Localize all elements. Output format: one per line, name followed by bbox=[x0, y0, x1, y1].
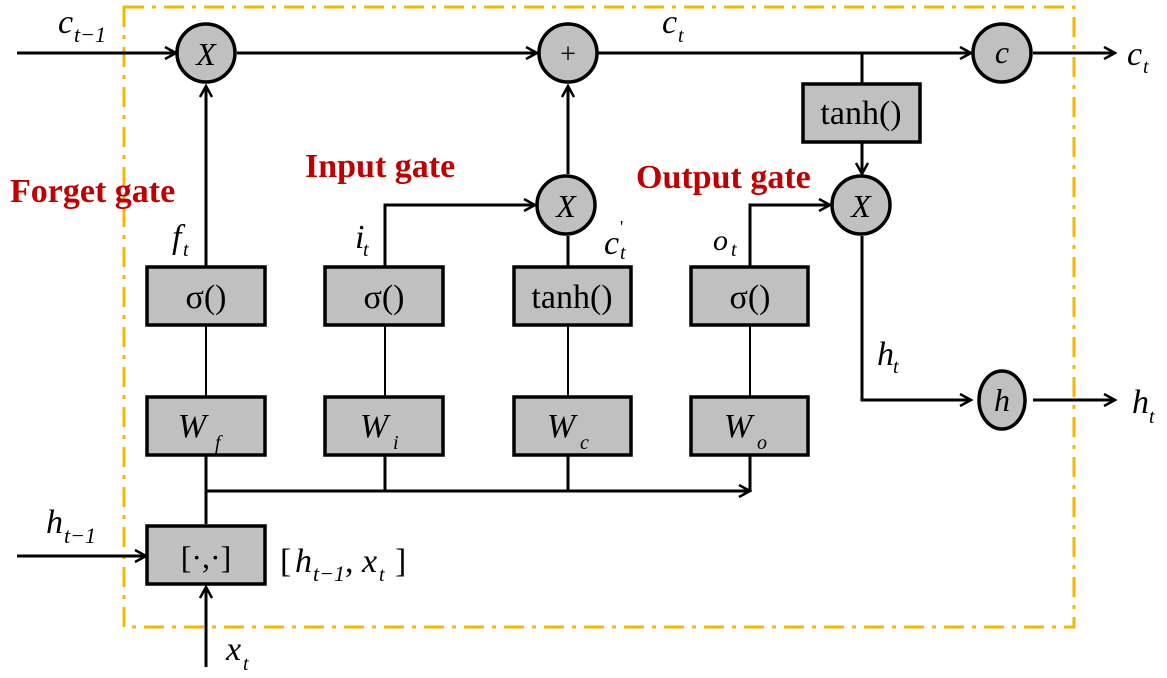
ft-sub: t bbox=[183, 239, 189, 261]
weight-o-base: W bbox=[724, 408, 755, 445]
concat-vector-label: [ h t−1 , x t ] bbox=[280, 543, 406, 586]
h-prev-label: h t−1 bbox=[46, 504, 96, 548]
output-multiply-symbol: X bbox=[849, 188, 872, 224]
c-candidate-prime: ' bbox=[620, 217, 623, 237]
tanh-output-label: tanh() bbox=[820, 95, 901, 132]
sigma-input-label: σ() bbox=[364, 279, 405, 316]
concat-open: [ bbox=[280, 543, 291, 580]
ct-top-label: c t bbox=[662, 4, 684, 47]
c-out-sub: t bbox=[1143, 56, 1149, 78]
ot-base: o bbox=[713, 224, 728, 257]
weight-o-block: W o bbox=[689, 395, 810, 457]
weight-c-block: W c bbox=[512, 395, 633, 457]
weight-o-sub: o bbox=[757, 432, 767, 454]
input-gate-label: Input gate bbox=[305, 148, 455, 185]
weight-i-block: W i bbox=[323, 395, 445, 457]
c-candidate-base: c bbox=[604, 225, 619, 262]
ft-label: f t bbox=[172, 219, 189, 261]
concat-close: ] bbox=[395, 543, 406, 580]
add-node: + bbox=[537, 22, 599, 84]
c-candidate-sub: t bbox=[620, 242, 626, 264]
wire-ot bbox=[748, 205, 830, 266]
h-prev-base: h bbox=[46, 504, 63, 541]
forget-gate-label: Forget gate bbox=[10, 173, 175, 210]
forget-multiply-node: X bbox=[175, 22, 237, 84]
wire-ht bbox=[860, 236, 971, 400]
sigma-forget-label: σ() bbox=[186, 279, 227, 316]
concat-h-sub: t−1 bbox=[313, 561, 345, 586]
c-prev-base: c bbox=[58, 4, 73, 41]
weight-c-sub: c bbox=[580, 432, 589, 454]
ot-sub: t bbox=[731, 239, 737, 261]
ot-label: o t bbox=[713, 224, 737, 261]
ht-inner-label: h t bbox=[877, 336, 899, 378]
weight-c-base: W bbox=[547, 408, 578, 445]
weight-i-sub: i bbox=[393, 432, 399, 454]
cell-boundary bbox=[122, 5, 1076, 629]
tanh-candidate-label: tanh() bbox=[531, 279, 612, 316]
forget-multiply-symbol: X bbox=[194, 36, 217, 72]
concat-block-label: [·,·] bbox=[181, 539, 232, 575]
h-out-label: h t bbox=[1132, 384, 1155, 428]
c-candidate-label: c t ' bbox=[604, 217, 626, 264]
h-prev-sub: t−1 bbox=[64, 523, 96, 548]
ht-inner-base: h bbox=[877, 336, 894, 373]
c-prev-sub: t−1 bbox=[74, 22, 106, 47]
weight-f-sub: f bbox=[215, 432, 223, 454]
concat-x: x bbox=[361, 543, 377, 580]
it-sub: t bbox=[363, 239, 369, 261]
x-sub: t bbox=[243, 653, 249, 675]
concat-block: [·,·] bbox=[145, 524, 267, 586]
output-gate-label: Output gate bbox=[636, 159, 811, 196]
weight-f-base: W bbox=[178, 408, 209, 445]
h-output-symbol: h bbox=[994, 382, 1010, 418]
output-multiply-node: X bbox=[830, 174, 892, 236]
sigma-output-label: σ() bbox=[730, 279, 771, 316]
ct-top-base: c bbox=[662, 4, 677, 41]
tanh-output-block: tanh() bbox=[801, 82, 922, 144]
c-output-node: c bbox=[971, 22, 1033, 84]
sigma-input-block: σ() bbox=[323, 265, 445, 327]
input-multiply-symbol: X bbox=[554, 188, 577, 224]
x-base: x bbox=[225, 631, 241, 668]
weight-f-block: W f bbox=[145, 395, 267, 457]
h-output-node: h bbox=[977, 369, 1027, 431]
ht-inner-sub: t bbox=[893, 356, 899, 378]
ct-top-sub: t bbox=[678, 25, 684, 47]
it-label: i t bbox=[355, 219, 369, 261]
sigma-output-block: σ() bbox=[689, 265, 810, 327]
tanh-candidate-block: tanh() bbox=[512, 265, 633, 327]
wire-it bbox=[383, 205, 535, 266]
c-out-label: c t bbox=[1127, 36, 1149, 78]
it-base: i bbox=[355, 219, 364, 256]
concat-sep: , bbox=[345, 543, 354, 580]
sigma-forget-block: σ() bbox=[145, 265, 267, 327]
input-multiply-node: X bbox=[535, 174, 597, 236]
c-output-symbol: c bbox=[995, 34, 1009, 70]
h-out-sub: t bbox=[1149, 406, 1155, 428]
concat-x-sub: t bbox=[379, 564, 385, 586]
concat-h: h bbox=[295, 543, 312, 580]
weight-i-base: W bbox=[360, 408, 391, 445]
x-label: x t bbox=[225, 631, 249, 675]
h-out-base: h bbox=[1132, 384, 1149, 421]
c-prev-label: c t−1 bbox=[58, 4, 106, 47]
add-symbol: + bbox=[560, 39, 576, 70]
c-out-base: c bbox=[1127, 36, 1142, 73]
